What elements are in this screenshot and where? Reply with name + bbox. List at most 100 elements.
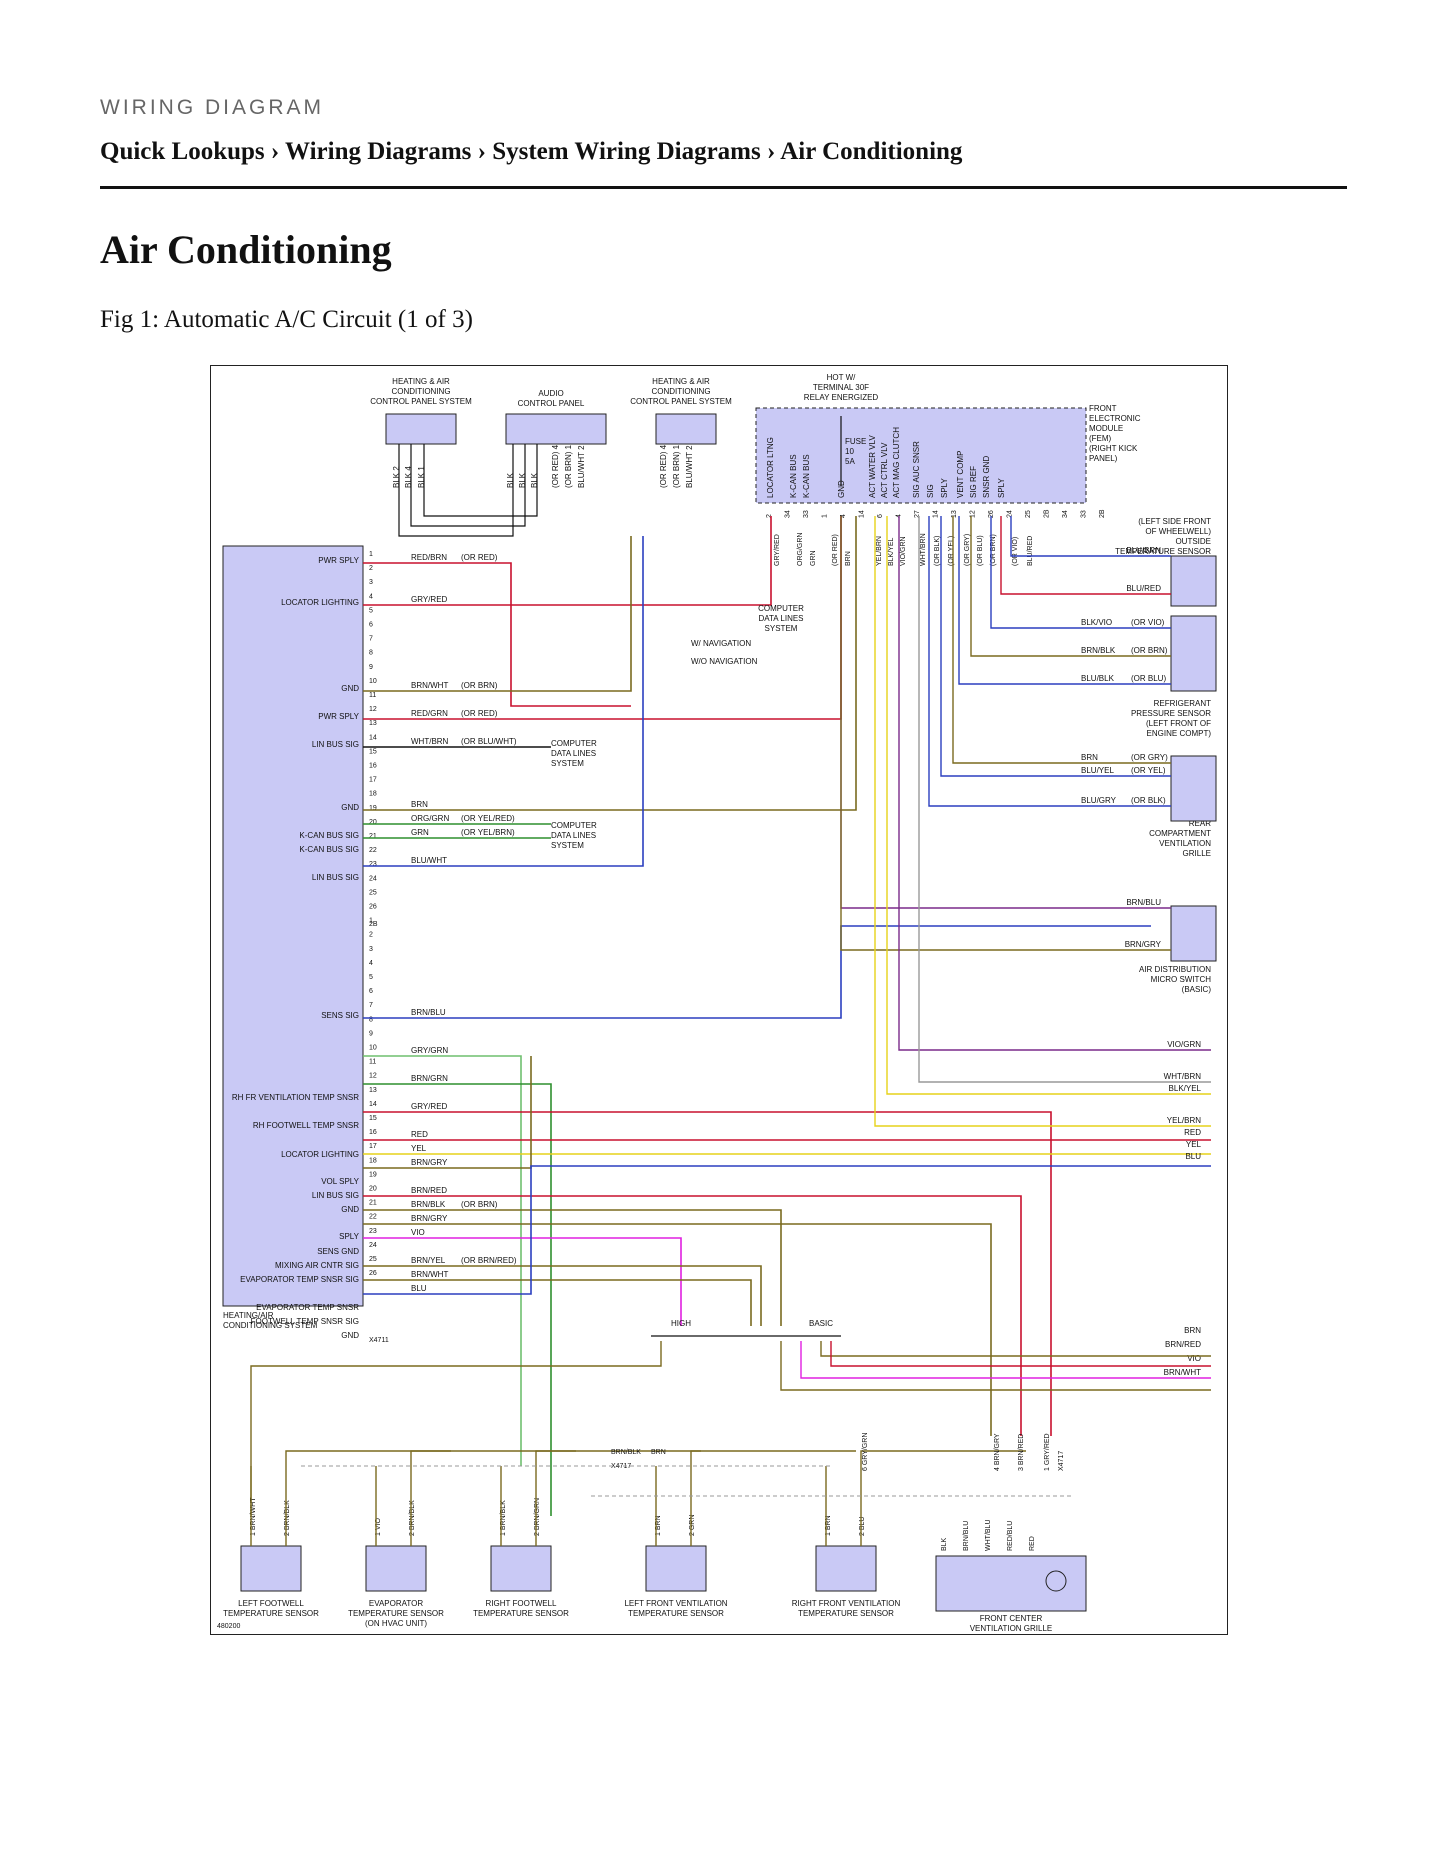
right-out-wire-code: BRN	[1184, 1326, 1201, 1335]
bottom-sensor-box	[645, 1545, 707, 1592]
module-pin-label: LIN BUS SIG	[312, 1191, 359, 1200]
fem-pin-label: SIG REF	[969, 466, 978, 498]
module-pin-number: 25	[369, 889, 377, 896]
module-pin-number: 19	[369, 1171, 377, 1178]
module-pin-number: 10	[369, 678, 377, 685]
module-pin-number: 22	[369, 1214, 377, 1221]
wire-option-code: (OR RED)	[461, 709, 498, 718]
module-pin-number: 26	[369, 904, 377, 911]
module-pin-label: SENS SIG	[321, 1011, 359, 1020]
wire-code: BLK	[530, 472, 539, 488]
module-pin-number: 20	[369, 819, 377, 826]
fem-pin-number: 1	[822, 514, 829, 518]
wire-brn	[363, 516, 857, 811]
module-pin-number: 12	[369, 1073, 377, 1080]
bottom-sensor-wire: 2 GRN	[689, 1515, 696, 1536]
bottom-sensor-box	[815, 1545, 877, 1592]
wire-code: YEL	[411, 1144, 427, 1153]
wire-brngry	[363, 1223, 992, 1436]
module-pin-label: LIN BUS SIG	[312, 873, 359, 882]
fem-wire-code: (OR BLU)	[977, 535, 984, 566]
bottom-sensor-box	[490, 1545, 552, 1592]
right-wire	[1010, 516, 1171, 557]
fem-pin-number: 34	[1062, 510, 1069, 518]
module-pin-label: FOOTWELL TEMP SNSR SIG	[251, 1317, 359, 1326]
wire-vio-out	[800, 1341, 1211, 1379]
module-pin-number: 4	[369, 593, 373, 600]
bottom-sensor-wire-line	[860, 1450, 1026, 1546]
breadcrumb-sep: ›	[264, 138, 286, 165]
fem-wire-code: GRN	[810, 550, 817, 566]
wire-code: BRN/WHT	[411, 681, 448, 690]
module-pin-label: EVAPORATOR TEMP SNSR SIG	[240, 1275, 359, 1284]
right-wire	[940, 516, 1171, 777]
wire-viogrn	[898, 516, 1211, 1051]
fem-pin-label: ACT MAG CLUTCH	[892, 427, 901, 498]
module-pin-number: 5	[369, 607, 373, 614]
wire-blk	[410, 444, 526, 527]
module-pin-number: 12	[369, 706, 377, 713]
bottom-sensor-wire: 1 BRN	[655, 1515, 662, 1536]
breadcrumb-item[interactable]: Quick Lookups	[100, 138, 265, 165]
right-out-wire-code: VIO/GRN	[1167, 1040, 1201, 1049]
module-pin-number: 11	[369, 692, 376, 699]
fem-box	[755, 407, 1087, 504]
module-pin-number: 24	[369, 1242, 377, 1249]
wire-blu	[363, 1165, 1211, 1295]
fem-pin-number: 27	[914, 510, 921, 518]
module-pin-number: 2	[369, 565, 373, 572]
module-pin-label: RH FOOTWELL TEMP SNSR	[253, 1121, 359, 1130]
basic-label: BASIC	[809, 1319, 833, 1328]
module-pin-number: 9	[369, 1030, 373, 1037]
fem-pin-label: K-CAN BUS	[789, 454, 798, 498]
bottom-sensor-wire-line	[690, 1450, 856, 1546]
wire-brnwht-left	[250, 1341, 662, 1516]
right-out-wire-code: WHT/BRN	[1164, 1072, 1202, 1081]
module-pin-label: LIN BUS SIG	[312, 740, 359, 749]
front-grille-wire: BRN/BLU	[963, 1521, 970, 1551]
front-grille-wire: BLK	[941, 1537, 948, 1551]
module-pin-number: 9	[369, 664, 373, 671]
wire-code: BLK	[506, 472, 515, 488]
fem-pin-number: 12	[970, 510, 977, 518]
module-pin-number: 13	[369, 1087, 377, 1094]
fem-pin-number: 2B	[1099, 509, 1106, 518]
wire-blk	[398, 444, 514, 537]
module-pin-number: 18	[369, 791, 377, 798]
fem-wire-code: (OR BLK)	[934, 536, 941, 566]
module-pin-number: 14	[369, 734, 377, 741]
hvac-panel2-box	[655, 413, 717, 445]
right-wire-code: BLU/BLK	[1081, 674, 1115, 683]
wire-code: BRN	[411, 800, 428, 809]
wire-code: BRN/BLK	[411, 1200, 446, 1209]
bottom-sensor-box	[240, 1545, 302, 1592]
module-pin-label: MIXING AIR CNTR SIG	[275, 1261, 359, 1270]
fem-pin-number: 2	[766, 514, 773, 518]
bottom-wire-code: BRN/BLK	[611, 1449, 641, 1456]
connector-label: X4711	[369, 1337, 389, 1344]
connector-label: X4717	[611, 1463, 631, 1470]
wire-brnwht	[363, 536, 632, 692]
fem-pin-label: LOCATOR LTNG	[766, 437, 775, 498]
module-pin-number: 18	[369, 1157, 377, 1164]
right-wire	[990, 516, 1171, 629]
right-wire-code: BLU/BRN	[1126, 546, 1161, 555]
wire-brnwht	[363, 1279, 752, 1326]
breadcrumb-item[interactable]: System Wiring Diagrams	[492, 138, 761, 165]
bottom-sensor-wire: 1 VIO	[375, 1518, 382, 1536]
fem-pin-number: 24	[1007, 510, 1014, 518]
module-pin-number: 2	[369, 932, 373, 939]
breadcrumb-item[interactable]: Wiring Diagrams	[285, 138, 472, 165]
wire-option-code: (OR RED)	[461, 553, 498, 562]
wire-code: (OR RED) 4	[551, 444, 560, 488]
bottom-sensor-wire: 2 BRN/BLK	[409, 1500, 416, 1536]
bottom-sensor-wire: 2 BRN/BLK	[284, 1500, 291, 1536]
wire-code: (OR BRN) 1	[564, 444, 573, 488]
fem-pin-number: 2B	[1044, 509, 1051, 518]
wire-brnyel	[363, 1265, 762, 1326]
wire-gryred	[363, 1111, 1052, 1436]
bottom-sensor-wire-line	[410, 1450, 576, 1546]
